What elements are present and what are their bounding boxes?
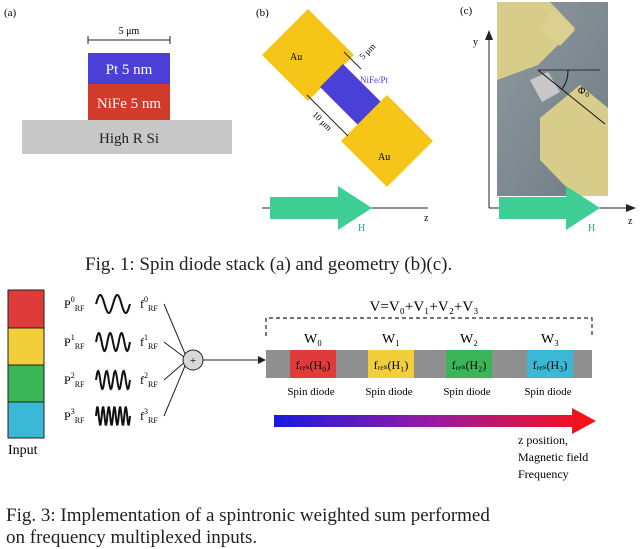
rf-connector-3 bbox=[163, 363, 187, 417]
rf-row-1: P1RF f1RF bbox=[64, 331, 187, 359]
fig1-caption: Fig. 1: Spin diode stack (a) and geometr… bbox=[85, 254, 453, 275]
diode-label-0: Spin diode bbox=[287, 386, 334, 398]
voltage-equation: V=V₀+V₁+V₂+V₃ bbox=[370, 299, 479, 315]
nife-layer-label: NiFe 5 nm bbox=[97, 96, 162, 112]
y-axis-label-c: y bbox=[473, 37, 478, 48]
strip-length-dimension bbox=[306, 94, 349, 137]
fig1-panel-c: (c) Φ0 y z H bbox=[460, 2, 636, 234]
input-box-3 bbox=[7, 401, 45, 439]
strip-width-dimension bbox=[343, 51, 362, 70]
rf-freq-label-0: f0RF bbox=[140, 295, 158, 313]
au-pad-bottom bbox=[341, 95, 433, 187]
strip-label: NiFe/Pt bbox=[360, 75, 389, 85]
spin-diode-3: W₃ fᵣₑₛ(H₃) Spin diode bbox=[524, 332, 573, 398]
spin-diode-0: W₀ fᵣₑₛ(H₀) Spin diode bbox=[287, 332, 336, 398]
panel-b-label: (b) bbox=[256, 7, 269, 19]
fig1-panel-b: (b) Au Au NiFe/Pt 5 μm 10 μm H z bbox=[256, 7, 433, 234]
input-box-0 bbox=[7, 289, 45, 329]
nife-layer bbox=[88, 84, 170, 120]
rf-row-2: P2RF f2RF bbox=[64, 360, 187, 391]
nife-pt-strip bbox=[320, 64, 384, 128]
au-pad-top-label: Au bbox=[290, 52, 302, 63]
rf-wave-0 bbox=[95, 294, 131, 314]
au-pad-bottom-label: Au bbox=[378, 152, 390, 163]
gradient-arrow bbox=[274, 408, 596, 434]
width-dimension-label: 5 μm bbox=[119, 26, 140, 37]
diode-element-2 bbox=[446, 350, 492, 378]
spin-diode-2: W₂ fᵣₑₛ(H₂) Spin diode bbox=[443, 332, 492, 398]
field-label-b: H bbox=[358, 223, 365, 234]
diode-resonance-3: fᵣₑₛ(H₃) bbox=[533, 358, 568, 372]
rf-freq-label-1: f1RF bbox=[140, 333, 158, 351]
fig1-panel-a: (a) 5 μm Pt 5 nm NiFe 5 nm High R Si bbox=[4, 7, 232, 154]
spin-diodes: W₀ fᵣₑₛ(H₀) Spin diode W₁ fᵣₑₛ(H₁) Spin diode… bbox=[287, 332, 573, 398]
angle-label: Φ0 bbox=[578, 86, 589, 99]
rf-power-label-1: P1RF bbox=[64, 333, 85, 351]
rf-row-3: P3RF f3RF bbox=[64, 363, 187, 426]
diode-resonance-2: fᵣₑₛ(H₂) bbox=[452, 358, 487, 372]
diode-label-3: Spin diode bbox=[524, 386, 571, 398]
field-arrow-b bbox=[270, 186, 372, 230]
fig3-caption-line1: Fig. 3: Implementation of a spintronic w… bbox=[6, 505, 490, 526]
input-box-2 bbox=[7, 364, 45, 403]
gradient-label-2: Frequency bbox=[518, 467, 569, 481]
rf-power-label-3: P3RF bbox=[64, 407, 85, 425]
strip-length-label: 10 μm bbox=[311, 109, 334, 132]
diode-resonance-1: fᵣₑₛ(H₁) bbox=[374, 358, 409, 372]
rf-wave-3 bbox=[95, 406, 131, 426]
rf-connector-1 bbox=[163, 341, 187, 359]
angle-arc bbox=[561, 69, 569, 90]
photo-strip bbox=[530, 72, 560, 102]
diode-resonance-0: fᵣₑₛ(H₀) bbox=[296, 358, 331, 372]
z-axis-label-c: z bbox=[628, 216, 633, 227]
voltage-bracket bbox=[265, 317, 593, 336]
pt-layer-label: Pt 5 nm bbox=[106, 62, 153, 78]
sum-symbol: + bbox=[190, 355, 196, 367]
diode-weight-0: W₀ bbox=[304, 332, 322, 347]
rf-power-label-2: P2RF bbox=[64, 371, 85, 389]
spin-diode-1: W₁ fᵣₑₛ(H₁) Spin diode bbox=[365, 332, 414, 398]
diode-weight-1: W₁ bbox=[382, 332, 400, 347]
diode-weight-2: W₂ bbox=[460, 332, 478, 347]
fig3-caption-line2: on frequency multiplexed inputs. bbox=[6, 527, 258, 548]
rf-freq-label-2: f2RF bbox=[140, 371, 158, 389]
strip-width-label: 5 μm bbox=[357, 41, 377, 61]
rf-connector-2 bbox=[163, 360, 187, 381]
rf-power-label-0: P0RF bbox=[64, 295, 85, 313]
field-arrow-c bbox=[499, 186, 600, 230]
pt-layer bbox=[88, 53, 170, 84]
diode-element-0 bbox=[290, 350, 336, 378]
diode-element-3 bbox=[527, 350, 573, 378]
rf-row-0: P0RF f0RF bbox=[64, 294, 187, 357]
diode-weight-3: W₃ bbox=[541, 332, 559, 347]
si-substrate bbox=[22, 120, 232, 154]
rf-wave-1 bbox=[95, 331, 131, 353]
fig3-diagram: Input P0RF f0RF P1RF f1RF P2RF f2RF P3RF f3RF +… bbox=[7, 289, 596, 481]
rf-input-rows: P0RF f0RF P1RF f1RF P2RF f2RF P3RF f3RF bbox=[64, 294, 187, 426]
rf-wave-2 bbox=[95, 369, 131, 391]
rf-freq-label-3: f3RF bbox=[140, 407, 158, 425]
field-label-c: H bbox=[588, 223, 595, 234]
input-box-1 bbox=[7, 327, 45, 366]
panel-a-label: (a) bbox=[4, 7, 17, 19]
diode-label-2: Spin diode bbox=[443, 386, 490, 398]
input-label: Input bbox=[8, 443, 38, 458]
gradient-label-0: z position, bbox=[518, 433, 568, 447]
diode-label-1: Spin diode bbox=[365, 386, 412, 398]
z-axis-label-b: z bbox=[424, 213, 429, 224]
gradient-label-1: Magnetic field bbox=[518, 450, 588, 464]
si-substrate-label: High R Si bbox=[99, 131, 159, 147]
diode-element-1 bbox=[368, 350, 414, 378]
panel-c-label: (c) bbox=[460, 5, 473, 17]
rf-connector-0 bbox=[163, 303, 187, 357]
